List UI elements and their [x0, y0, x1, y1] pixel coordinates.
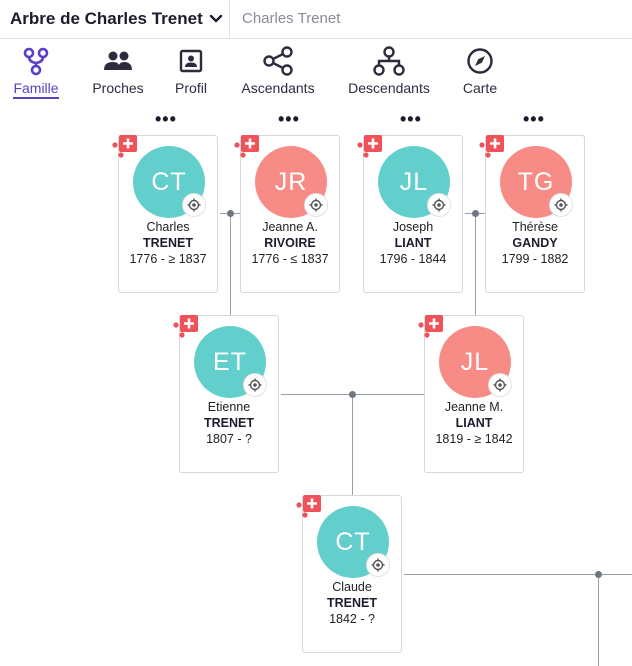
more-options-button[interactable]: ••• — [400, 109, 422, 129]
person-first-name: Thérèse — [512, 220, 558, 234]
avatar[interactable]: CT — [317, 506, 389, 578]
person-first-name: Claude — [332, 580, 372, 594]
add-relative-button[interactable] — [478, 134, 506, 158]
tab-famille[interactable]: Famille — [8, 44, 64, 102]
descendants-icon — [373, 46, 405, 76]
more-options-button[interactable]: ••• — [523, 109, 545, 129]
person-card[interactable]: JR Jeanne A. RIVOIRE 1776 - ≤ 1837 — [234, 135, 340, 293]
child-link-line — [598, 574, 599, 666]
tab-label: Proches — [92, 80, 144, 96]
crosshair-icon — [493, 378, 507, 392]
avatar-initials: JR — [274, 167, 308, 196]
more-options-button[interactable]: ••• — [278, 109, 300, 129]
person-last-name: LIANT — [394, 236, 432, 250]
crosshair-icon — [432, 198, 446, 212]
person-dates: 1819 - ≥ 1842 — [435, 432, 513, 446]
add-relative-button[interactable] — [417, 314, 445, 338]
union-dot — [227, 210, 234, 217]
tab-proches[interactable]: Proches — [88, 44, 148, 102]
tab-label: Famille — [13, 80, 59, 99]
person-dates: 1807 - ? — [206, 432, 252, 446]
avatar[interactable]: JR — [255, 146, 327, 218]
person-dates: 1842 - ? — [329, 612, 375, 626]
person-first-name: Jeanne A. — [262, 220, 318, 234]
tab-descendants[interactable]: Descendants — [344, 44, 434, 102]
center-on-person-button[interactable] — [489, 374, 511, 396]
tab-label: Carte — [462, 80, 498, 96]
person-dates: 1796 - 1844 — [379, 252, 447, 266]
navigation-tabs: Famille Proches Profil — [0, 44, 632, 104]
tree-title: Arbre de Charles Trenet — [10, 9, 203, 28]
center-on-person-button[interactable] — [244, 374, 266, 396]
union-dot — [595, 571, 602, 578]
header-divider — [229, 0, 230, 38]
crosshair-icon — [248, 378, 262, 392]
family-tree-icon — [23, 47, 49, 76]
center-on-person-button[interactable] — [305, 194, 327, 216]
avatar-initials: JL — [399, 167, 429, 196]
tab-ascendants[interactable]: Ascendants — [238, 44, 318, 102]
union-dot — [349, 391, 356, 398]
add-relative-button[interactable] — [111, 134, 139, 158]
person-dates: 1776 - ≥ 1837 — [129, 252, 207, 266]
person-first-name: Charles — [146, 220, 190, 234]
top-bar: Arbre de Charles Trenet — [0, 0, 632, 39]
add-relative-button[interactable] — [295, 494, 323, 518]
person-first-name: Etienne — [207, 400, 251, 414]
add-relative-button[interactable] — [233, 134, 261, 158]
people-icon — [104, 51, 132, 70]
center-on-person-button[interactable] — [550, 194, 572, 216]
person-last-name: GANDY — [512, 236, 558, 250]
tab-profil[interactable]: Profil — [168, 44, 214, 102]
person-first-name: Joseph — [392, 220, 434, 234]
tab-carte[interactable]: Carte — [458, 44, 502, 102]
crosshair-icon — [554, 198, 568, 212]
parent-link-line — [352, 394, 353, 496]
compass-icon — [467, 48, 493, 74]
crosshair-icon — [187, 198, 201, 212]
person-dates: 1799 - 1882 — [501, 252, 569, 266]
person-last-name: TRENET — [327, 596, 377, 610]
union-dot — [472, 210, 479, 217]
person-first-name: Jeanne M. — [444, 400, 504, 414]
profile-card-icon — [179, 49, 203, 73]
person-last-name: TRENET — [204, 416, 254, 430]
tab-label: Ascendants — [241, 80, 315, 96]
crosshair-icon — [371, 558, 385, 572]
center-on-person-button[interactable] — [428, 194, 450, 216]
couple-line — [404, 574, 632, 575]
parent-link-line — [475, 213, 476, 316]
avatar-initials: TG — [517, 167, 555, 196]
person-card[interactable]: JL Jeanne M. LIANT 1819 - ≥ 1842 — [418, 315, 524, 473]
person-dates: 1776 - ≤ 1837 — [251, 252, 329, 266]
more-options-button[interactable]: ••• — [155, 109, 177, 129]
person-last-name: RIVOIRE — [264, 236, 316, 250]
crosshair-icon — [309, 198, 323, 212]
chevron-down-icon — [209, 14, 222, 23]
avatar-initials: CT — [151, 167, 187, 196]
person-search-input[interactable] — [236, 4, 632, 32]
parent-link-line — [230, 213, 231, 316]
avatar-initials: JL — [460, 347, 490, 376]
ancestors-icon — [263, 46, 293, 76]
add-relative-button[interactable] — [356, 134, 384, 158]
person-last-name: TRENET — [143, 236, 193, 250]
avatar-initials: CT — [335, 527, 371, 556]
person-last-name: LIANT — [455, 416, 493, 430]
center-on-person-button[interactable] — [367, 554, 389, 576]
add-relative-button[interactable] — [172, 314, 200, 338]
avatar-initials: ET — [213, 347, 247, 376]
center-on-person-button[interactable] — [183, 194, 205, 216]
tab-label: Profil — [175, 80, 207, 96]
tree-selector[interactable]: Arbre de Charles Trenet — [10, 6, 223, 32]
tab-label: Descendants — [348, 80, 430, 96]
